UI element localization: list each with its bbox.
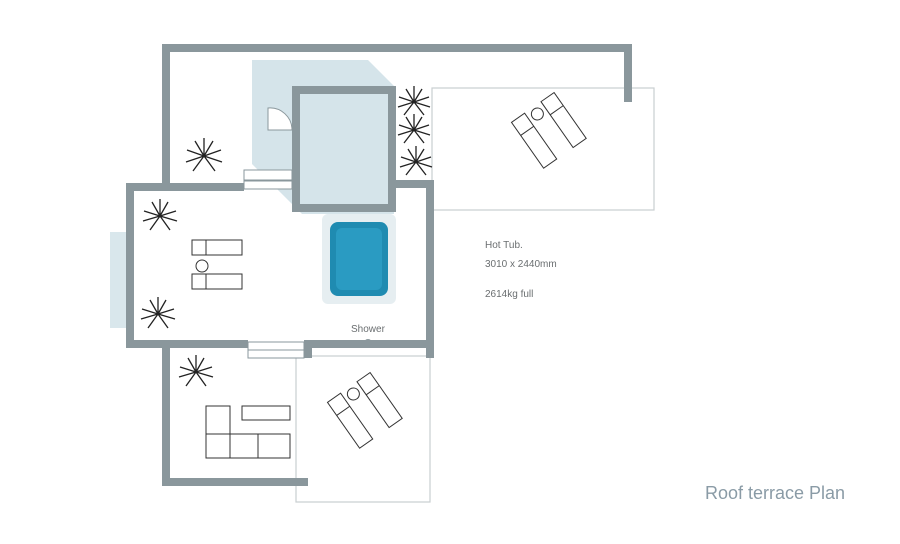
door-thresholds (243, 169, 305, 359)
stair-glass-area (252, 60, 394, 214)
plant-icon (397, 114, 431, 144)
glass-railing (295, 87, 655, 503)
outdoor-sofa (205, 405, 291, 459)
sun-loungers (191, 91, 587, 449)
shower-drain (364, 339, 372, 347)
walls (126, 44, 632, 486)
door-arc (267, 107, 293, 131)
shower-label: Shower (351, 324, 385, 335)
left-glass-panel (110, 232, 128, 328)
plan-title: Roof terrace Plan (705, 483, 846, 503)
plant-icon (178, 355, 214, 387)
lounger-pair (326, 371, 403, 449)
hot-tub-label: Hot Tub. (485, 240, 523, 251)
plant-icon (185, 138, 223, 172)
plant-icon (399, 146, 433, 176)
hot-tub-dimensions: 3010 x 2440mm (485, 259, 557, 270)
plant-icon (397, 86, 431, 116)
hot-tub-weight: 2614kg full (485, 289, 534, 300)
lounger-pair (510, 91, 587, 169)
lounger-pair (191, 239, 243, 290)
plant-icon (140, 297, 176, 329)
plant-icon (142, 199, 178, 231)
hot-tub (322, 214, 396, 304)
plant-icons (140, 86, 433, 387)
